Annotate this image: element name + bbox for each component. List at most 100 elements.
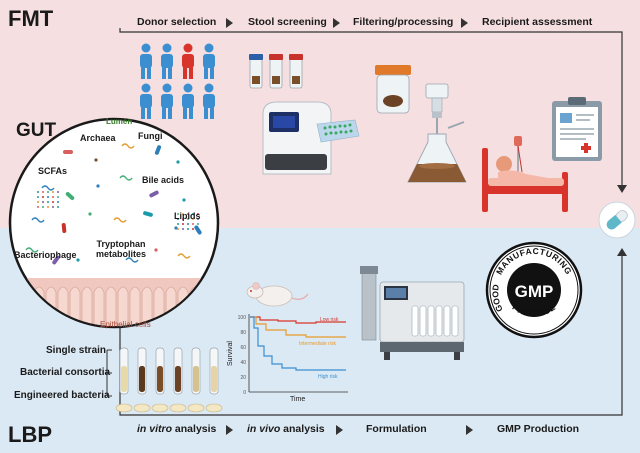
person-icon	[203, 83, 215, 119]
lbp-type-single-strain: Single strain	[46, 345, 107, 356]
metabolite-dot	[52, 201, 54, 203]
vessel-icon	[411, 305, 419, 337]
gut-label-scfas: SCFAs	[38, 166, 68, 176]
curve-label-low: Low risk	[320, 317, 339, 323]
test-tube-icon	[133, 347, 151, 413]
metabolite-dot	[57, 201, 59, 203]
step-arrow-icon	[466, 425, 473, 435]
metabolite-dot	[57, 196, 59, 198]
metabolite-dot	[177, 218, 179, 220]
metabolite-dot	[47, 196, 49, 198]
metabolite-dot	[37, 191, 39, 193]
test-tube-icon	[169, 347, 187, 413]
person-icon	[140, 83, 152, 119]
person-icon	[203, 43, 215, 79]
petri-dish-icon	[133, 403, 151, 413]
gut-label-archaea: Archaea	[80, 133, 116, 143]
lbp-step-in-vivo: in vivo analysis	[247, 423, 325, 435]
svg-text:PRACTICE: PRACTICE	[511, 302, 558, 319]
metabolite-dot	[176, 160, 180, 164]
curve-intermediate-risk	[250, 316, 346, 338]
sequencer-machine-icon	[262, 101, 360, 175]
gut-label-tryptophan: Tryptophan metabolites	[96, 239, 147, 259]
petri-dish-icon	[205, 403, 223, 413]
spirochete-icon	[177, 253, 191, 259]
spirochete-icon	[31, 217, 45, 223]
y-tick: 80	[240, 330, 246, 336]
metabolite-dot	[187, 228, 189, 230]
metabolite-dot	[57, 191, 59, 193]
test-tube-icon	[187, 347, 205, 413]
spirochete-icon	[41, 185, 55, 191]
test-tube-icon	[205, 347, 223, 413]
gut-label-bile-acids: Bile acids	[142, 175, 185, 185]
curve-label-intermediate: Intermediate risk	[299, 341, 336, 347]
metabolite-dot	[182, 228, 184, 230]
donor-people-icon	[140, 43, 215, 119]
metabolite-dot	[37, 206, 39, 208]
bacterium-icon	[61, 223, 67, 233]
metabolite-dot	[57, 206, 59, 208]
fmt-step-stool-screening: Stool screening	[248, 16, 327, 28]
gut-label-fungi: Fungi	[138, 131, 163, 141]
spirochete-icon	[25, 247, 39, 253]
vessel-icon	[451, 305, 459, 337]
metabolite-dot	[187, 213, 189, 215]
lbp-type-consortia: Bacterial consortia	[20, 367, 111, 378]
person-icon	[140, 43, 152, 79]
survival-chart: Survival 100 80 60 40 20 0 Low risk Inte…	[227, 314, 348, 403]
metabolite-dot	[177, 228, 179, 230]
test-tube-icon	[115, 347, 133, 413]
gmp-badge: MANUFACTURING GOOD PRACTICE GMP	[485, 241, 583, 339]
step-arrow-icon	[333, 18, 340, 28]
lbp-step-in-vitro: in vitro analysis	[137, 423, 217, 435]
metabolite-dot	[52, 206, 54, 208]
gut-label-epithelial: Epithelial cells	[100, 320, 151, 329]
step-arrow-icon	[461, 18, 468, 28]
bacterium-icon	[52, 255, 60, 265]
metabolite-dot	[177, 213, 179, 215]
fmt-title: FMT	[8, 6, 54, 31]
metabolite-dot	[192, 223, 194, 225]
fmt-step-filtering: Filtering/processing	[353, 16, 454, 28]
metabolite-dot	[197, 228, 199, 230]
gut-label-lumen: Lumen	[106, 117, 133, 126]
metabolite-dot	[42, 196, 44, 198]
metabolite-dot	[96, 184, 100, 188]
curve-low-risk	[250, 316, 346, 324]
metabolite-dot	[47, 191, 49, 193]
spirochete-icon	[119, 175, 133, 181]
spirochete-icon	[113, 217, 127, 223]
metabolite-dot	[42, 191, 44, 193]
bacterial-tubes-icon	[106, 347, 223, 413]
gmp-arc-bottom: PRACTICE	[511, 302, 557, 319]
lbp-type-engineered: Engineered bacteria	[14, 390, 110, 401]
bacterium-icon	[149, 190, 159, 198]
person-icon	[161, 43, 173, 79]
vessel-icon	[419, 305, 427, 337]
metabolite-dot	[197, 218, 199, 220]
metabolite-dot	[42, 206, 44, 208]
metabolite-dot	[177, 223, 179, 225]
vessel-icon	[435, 305, 443, 337]
y-tick: 20	[240, 375, 246, 381]
down-arrow-icon	[617, 185, 627, 193]
clipboard-icon	[552, 97, 602, 161]
bacterium-icon	[65, 191, 75, 201]
stool-jar-icon	[375, 65, 411, 114]
metabolite-dot	[52, 191, 54, 193]
metabolite-dot	[154, 248, 158, 252]
fmt-step-recipient: Recipient assessment	[482, 16, 593, 28]
curve-label-high: High risk	[318, 374, 338, 380]
filter-flask-icon	[407, 83, 467, 183]
lbp-step-gmp-production: GMP Production	[497, 423, 580, 435]
person-icon	[161, 83, 173, 119]
petri-dish-icon	[187, 403, 205, 413]
capsule-icon	[598, 201, 636, 239]
metabolite-dot	[182, 218, 184, 220]
petri-dish-icon	[151, 403, 169, 413]
metabolite-dot	[182, 223, 184, 225]
metabolite-dot	[52, 196, 54, 198]
petri-dish-icon	[169, 403, 187, 413]
fmt-step-donor-selection: Donor selection	[137, 16, 217, 28]
